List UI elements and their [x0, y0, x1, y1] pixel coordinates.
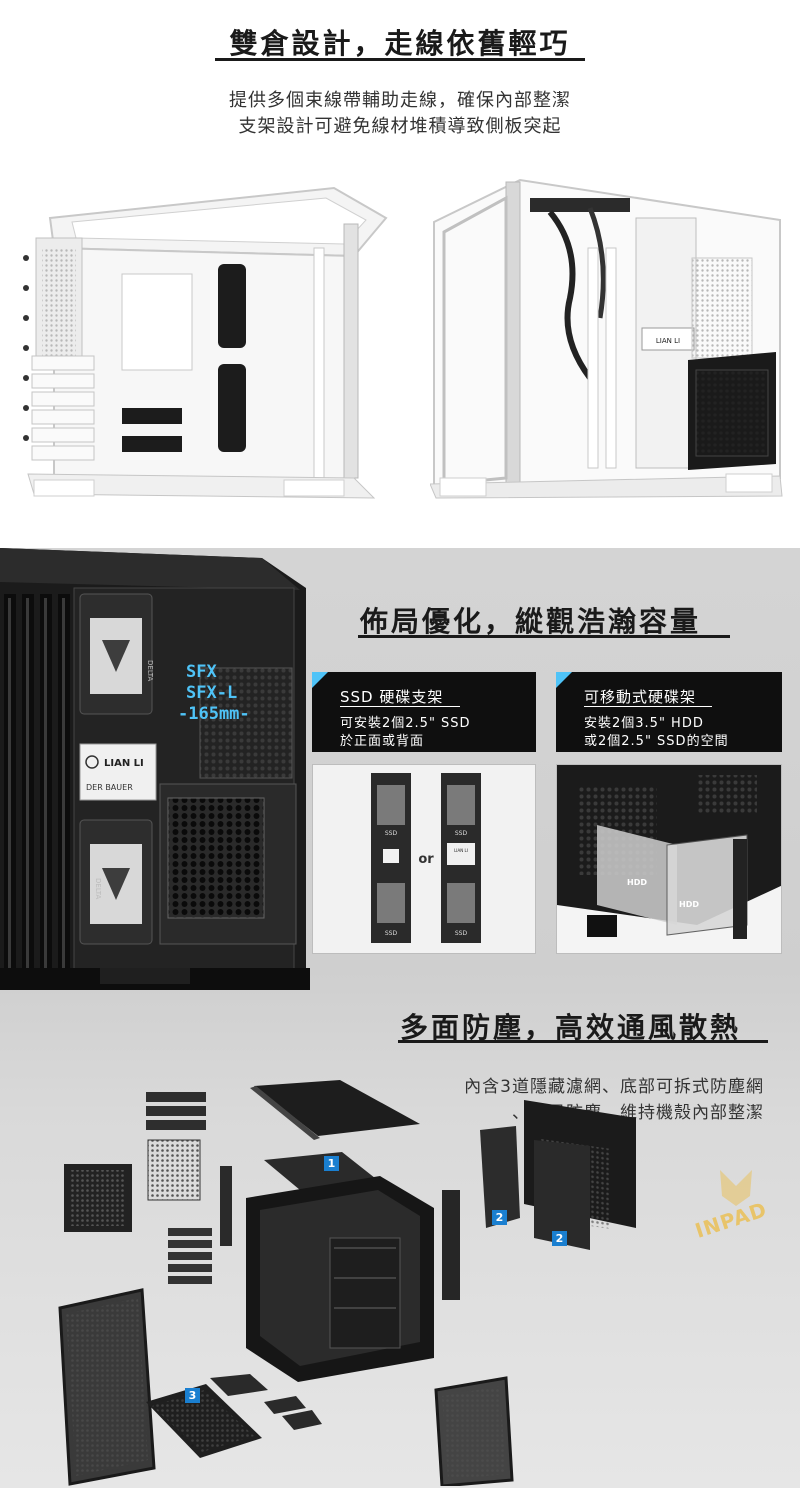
filter-badge-1: 1 [324, 1156, 339, 1171]
layout-and-dust-section: DELTA LIAN LI DER BAUER DELTA SFX SFX-L … [0, 548, 800, 1488]
filter-badge-2b: 2 [552, 1231, 567, 1246]
hdd-bracket-heading: 可移動式硬碟架 [584, 688, 697, 706]
hdd-cage-illustration: HDD HDD [557, 765, 781, 953]
info-corner-accent [312, 672, 328, 688]
hdd-bracket-line1: 安裝2個3.5" HDD [584, 716, 704, 731]
ssd-bracket-heading: SSD 硬碟支架 [340, 688, 444, 706]
info-corner-accent [556, 672, 572, 688]
ssd-tag-left-bottom: SSD [385, 930, 398, 937]
cable-subtitle-line2: 支架設計可避免線材堆積導致側板突起 [238, 116, 562, 137]
ssd-tag-right-bottom: SSD [455, 930, 468, 937]
psu-size-165mm: -165mm- [178, 704, 250, 724]
white-case-rear-view-image [23, 186, 388, 499]
ssd-bracket-info-box: SSD 硬碟支架 可安裝2個2.5" SSD 於正面或背面 [312, 672, 536, 752]
layout-section-title: 佈局優化，縱觀浩瀚容量 [360, 605, 702, 638]
psu-size-sfx: SFX [186, 662, 217, 682]
dust-title-underline [398, 1040, 768, 1043]
hdd-heading-underline [584, 706, 712, 707]
brand-plate-text: LIAN LI [104, 758, 144, 769]
dust-subtitle-line1: 內含3道隱藏濾網、底部可拆式防塵網 [464, 1077, 764, 1097]
cable-section-title: 雙倉設計，走線依舊輕巧 [229, 27, 571, 60]
hdd-cage-photo: HDD HDD [556, 764, 782, 954]
cable-title-underline [215, 58, 585, 61]
inpad-logo-icon [720, 1170, 752, 1206]
cable-subtitle-line1: 提供多個束線帶輔助走線，確保內部整潔 [229, 90, 571, 111]
delta-fan-label-bottom: DELTA [94, 878, 102, 899]
ssd-heading-underline [340, 706, 460, 707]
hdd-bracket-info-box: 可移動式硬碟架 安裝2個3.5" HDD 或2個2.5" SSD的空間 [556, 672, 782, 752]
white-case-side-view-image: LIAN LI [430, 178, 783, 499]
dust-section-title: 多面防塵，高效通風散熱 [400, 1011, 742, 1044]
or-label: or [418, 852, 434, 867]
psu-size-sfx-l: SFX-L [186, 683, 238, 703]
ssd-bracket-line1: 可安裝2個2.5" SSD [340, 716, 471, 731]
ssd-bracket-illustration: SSD SSD LIAN LI SSD SSD or [371, 773, 481, 943]
ssd-bracket-brand-plate: LIAN LI [454, 848, 468, 853]
hdd-tag-1: HDD [627, 878, 647, 887]
brand-plate-subtext: DER BAUER [86, 783, 133, 792]
cable-management-section: 雙倉設計，走線依舊輕巧 提供多個束線帶輔助走線，確保內部整潔 支架設計可避免線材… [0, 0, 800, 548]
black-case-psu-area-image: DELTA LIAN LI DER BAUER DELTA [0, 548, 310, 990]
layout-title-underline [358, 635, 730, 638]
hdd-bracket-line2: 或2個2.5" SSD的空間 [584, 734, 729, 749]
exploded-case-view-image [58, 1080, 636, 1486]
ssd-bracket-line2: 於正面或背面 [340, 734, 425, 749]
ssd-tag-left-top: SSD [385, 830, 398, 837]
ssd-bracket-photo: SSD SSD LIAN LI SSD SSD or [312, 764, 536, 954]
delta-fan-label-top: DELTA [146, 660, 154, 681]
filter-badge-3: 3 [185, 1388, 200, 1403]
ssd-tag-right-top: SSD [455, 830, 468, 837]
filter-badge-2a: 2 [492, 1210, 507, 1225]
svg-text:LIAN LI: LIAN LI [656, 337, 680, 345]
hdd-tag-2: HDD [679, 900, 699, 909]
